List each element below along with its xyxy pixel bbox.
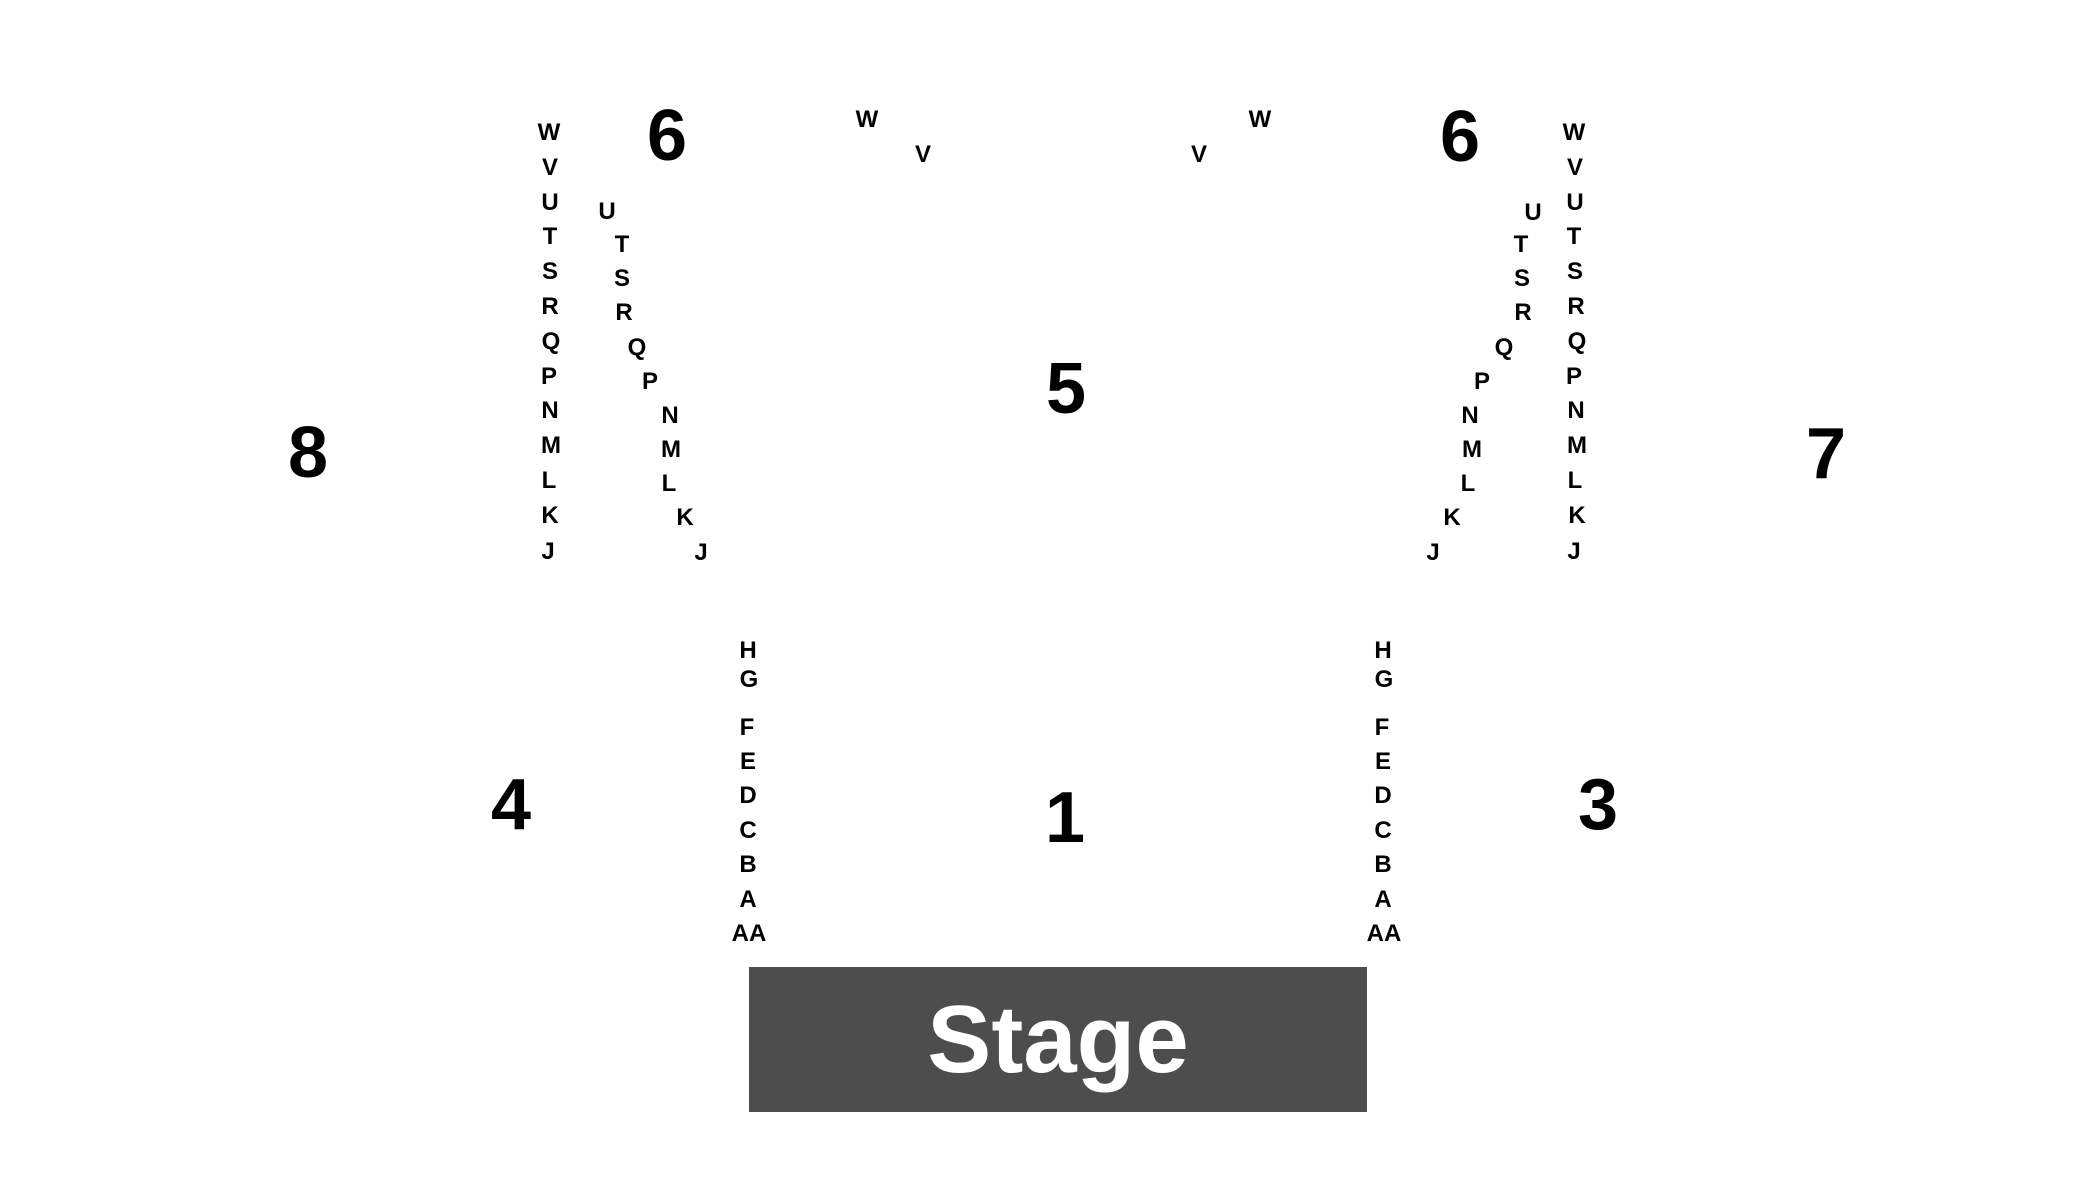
row-label-right-outer-p: P	[1565, 363, 1583, 390]
row-label-left-inner-u: U	[598, 198, 616, 225]
row-label-left-front-d: D	[739, 782, 757, 809]
row-label-right-outer-m: M	[1567, 432, 1587, 459]
row-label-top-left-v: V	[914, 141, 932, 168]
section-8[interactable]: 8	[287, 413, 329, 493]
row-label-right-inner-l: L	[1460, 470, 1476, 497]
row-label-left-front-aa: AA	[731, 920, 767, 947]
row-label-left-outer-m: M	[541, 432, 561, 459]
row-label-top-right-v: V	[1190, 141, 1208, 168]
row-label-right-inner-s: S	[1513, 265, 1531, 292]
row-label-left-front-a: A	[739, 886, 757, 913]
row-label-top-left-w: W	[855, 106, 879, 133]
row-label-left-inner-l: L	[661, 470, 677, 497]
row-label-right-inner-t: T	[1513, 231, 1529, 258]
row-label-left-inner-k: K	[676, 504, 694, 531]
row-label-right-front-h: H	[1374, 637, 1392, 664]
row-label-right-front-b: B	[1374, 851, 1392, 878]
row-label-right-inner-u: U	[1524, 199, 1542, 226]
section-5[interactable]: 5	[1045, 349, 1087, 429]
row-label-left-inner-j: J	[694, 539, 708, 566]
row-label-right-outer-l: L	[1567, 467, 1583, 494]
row-label-left-outer-v: V	[541, 154, 559, 181]
row-label-left-inner-s: S	[613, 265, 631, 292]
row-label-right-inner-q: Q	[1494, 334, 1514, 361]
row-label-left-inner-p: P	[641, 368, 659, 395]
row-label-left-front-f: F	[739, 714, 755, 741]
row-label-right-front-f: F	[1374, 714, 1390, 741]
section-1[interactable]: 1	[1044, 778, 1086, 858]
row-label-right-inner-m: M	[1462, 436, 1482, 463]
row-label-right-front-e: E	[1374, 748, 1392, 775]
row-label-left-outer-q: Q	[541, 328, 561, 355]
section-4[interactable]: 4	[490, 765, 532, 845]
row-label-right-front-g: G	[1374, 666, 1394, 693]
section-6-left[interactable]: 6	[646, 96, 688, 176]
row-label-right-front-c: C	[1374, 817, 1392, 844]
row-label-left-outer-s: S	[541, 258, 559, 285]
row-label-left-outer-j: J	[541, 538, 555, 565]
row-label-left-outer-l: L	[541, 467, 557, 494]
row-label-left-outer-t: T	[542, 223, 558, 250]
row-label-top-right-w: W	[1248, 106, 1272, 133]
row-label-left-inner-q: Q	[627, 334, 647, 361]
row-label-left-inner-r: R	[615, 299, 633, 326]
row-label-right-outer-u: U	[1566, 189, 1584, 216]
row-label-right-front-d: D	[1374, 782, 1392, 809]
row-label-right-outer-v: V	[1566, 154, 1584, 181]
row-label-right-outer-w: W	[1562, 119, 1586, 146]
row-label-right-inner-j: J	[1426, 539, 1440, 566]
row-label-left-inner-t: T	[614, 231, 630, 258]
section-6-right[interactable]: 6	[1439, 97, 1481, 177]
stage: Stage	[749, 967, 1367, 1112]
row-label-right-outer-r: R	[1567, 293, 1585, 320]
stage-label: Stage	[927, 985, 1189, 1093]
row-label-left-front-b: B	[739, 851, 757, 878]
row-label-right-inner-p: P	[1473, 368, 1491, 395]
row-label-left-outer-w: W	[537, 119, 561, 146]
row-label-left-outer-k: K	[541, 502, 559, 529]
row-label-left-front-g: G	[739, 666, 759, 693]
row-label-right-outer-q: Q	[1567, 328, 1587, 355]
row-label-left-front-e: E	[739, 748, 757, 775]
row-label-left-inner-n: N	[661, 402, 679, 429]
row-label-right-inner-r: R	[1514, 299, 1532, 326]
row-label-left-outer-n: N	[541, 397, 559, 424]
row-label-right-outer-j: J	[1567, 538, 1581, 565]
row-label-left-outer-p: P	[540, 363, 558, 390]
row-label-right-outer-s: S	[1566, 258, 1584, 285]
row-label-left-inner-m: M	[661, 436, 681, 463]
row-label-right-outer-t: T	[1566, 223, 1582, 250]
row-label-right-front-a: A	[1374, 886, 1392, 913]
row-label-left-outer-r: R	[541, 293, 559, 320]
section-7[interactable]: 7	[1805, 414, 1847, 494]
row-label-right-inner-n: N	[1461, 402, 1479, 429]
row-label-right-outer-k: K	[1568, 502, 1586, 529]
row-label-left-outer-u: U	[541, 189, 559, 216]
row-label-left-front-h: H	[739, 637, 757, 664]
row-label-left-front-c: C	[739, 817, 757, 844]
row-label-right-outer-n: N	[1567, 397, 1585, 424]
section-3[interactable]: 3	[1577, 765, 1619, 845]
row-label-right-inner-k: K	[1443, 504, 1461, 531]
row-label-right-front-aa: AA	[1366, 920, 1402, 947]
